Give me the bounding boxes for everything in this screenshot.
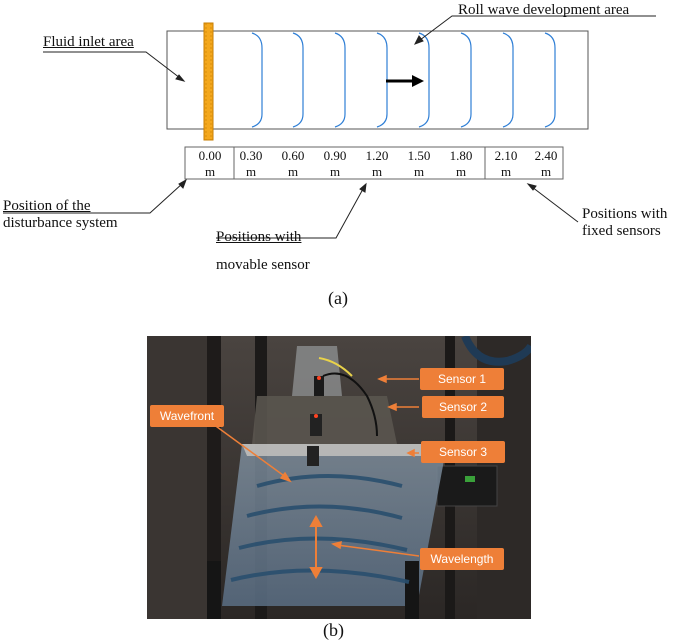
- channel-outline: [166, 30, 589, 130]
- flow-arrow-icon: [386, 75, 424, 87]
- caption-a: (a): [328, 288, 348, 308]
- fluid-inlet-label: Fluid inlet area: [43, 34, 134, 50]
- wave-front: [502, 32, 514, 128]
- sensor-3-tag: Sensor 3: [421, 441, 505, 463]
- caption-b: (b): [323, 620, 344, 640]
- wave-fronts: [251, 32, 556, 128]
- leader-fixed: [526, 183, 579, 223]
- movable-sensor-label: Positions with movable sensor: [216, 229, 310, 273]
- channel-diagram: [3, 15, 656, 239]
- wave-front: [418, 32, 430, 128]
- wave-front: [251, 32, 263, 128]
- wavelength-arrow-icon: [309, 514, 323, 580]
- sensor-1-tag: Sensor 1: [420, 368, 504, 390]
- fixed-sensors-label: Positions with fixed sensors: [582, 206, 668, 239]
- wave-front: [376, 32, 388, 128]
- wave-front: [544, 32, 556, 128]
- leader-movable: [216, 182, 367, 239]
- leader-disturbance: [3, 178, 187, 214]
- leader-fluid-inlet: [43, 51, 186, 82]
- experiment-photo: Sensor 1 Sensor 2 Sensor 3 Wavefront Wav…: [147, 336, 531, 619]
- position-bar: [184, 146, 564, 180]
- wave-front: [334, 32, 346, 128]
- sensor-2-tag: Sensor 2: [422, 396, 504, 418]
- disturbance-bar: [203, 22, 214, 141]
- roll-wave-label: Roll wave development area: [458, 2, 630, 18]
- leader-roll-wave: [413, 15, 656, 45]
- wavefront-tag: Wavefront: [150, 405, 224, 427]
- wave-front: [292, 32, 304, 128]
- wave-front: [460, 32, 472, 128]
- disturbance-label: Position of the disturbance system: [3, 198, 118, 231]
- wavelength-tag: Wavelength: [420, 548, 504, 570]
